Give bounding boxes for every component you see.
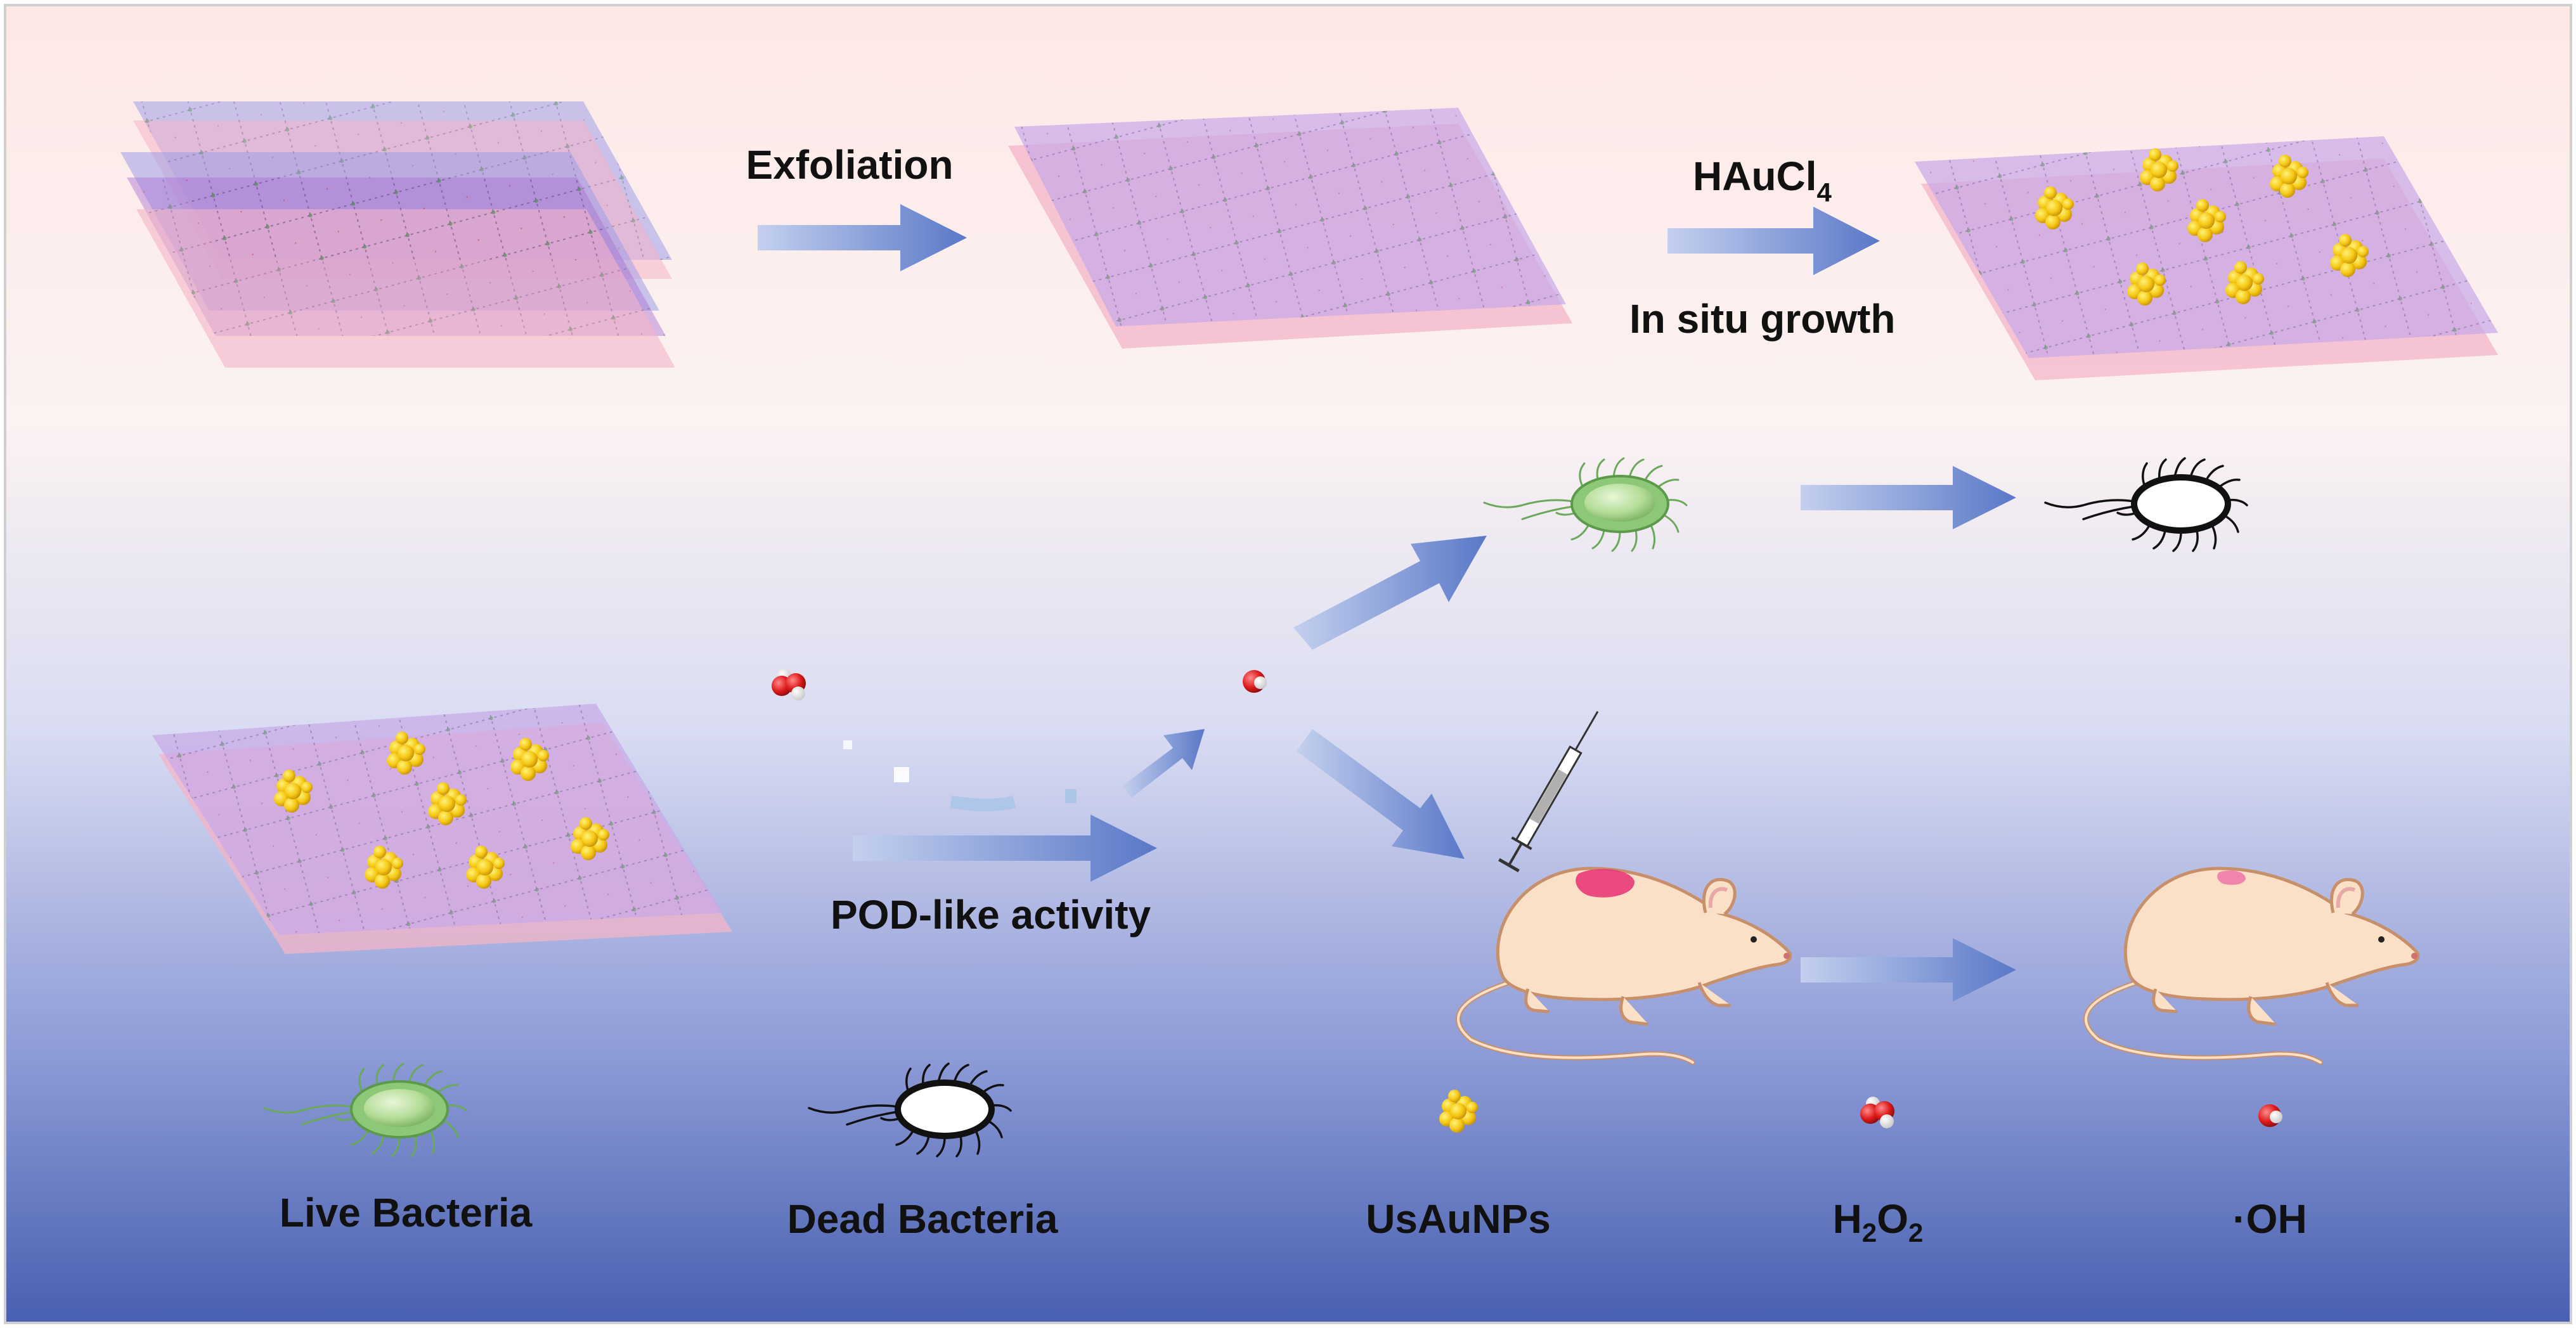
in-situ-growth-label: In situ growth bbox=[1629, 296, 1896, 342]
healing-arrow bbox=[1801, 938, 2016, 1002]
legend-oh-label: ·OH bbox=[2232, 1196, 2307, 1242]
healed-mouse bbox=[2086, 868, 2418, 1062]
small-arrow-to-oh bbox=[1122, 729, 1205, 797]
bulk-layered-sheets bbox=[120, 101, 675, 368]
pod-label: POD-like activity bbox=[831, 892, 1151, 938]
pod-arrow bbox=[853, 815, 1157, 882]
arrow-to-mouse bbox=[1297, 729, 1465, 859]
legend-usaunps-label: UsAuNPs bbox=[1366, 1196, 1551, 1242]
exfoliation-label: Exfoliation bbox=[746, 142, 953, 188]
arrow-to-bacteria bbox=[1293, 536, 1487, 650]
legend-live-bacteria-label: Live Bacteria bbox=[280, 1190, 533, 1235]
legend-dead-bacteria-label: Dead Bacteria bbox=[787, 1196, 1058, 1242]
legend: Live Bacteria Dead Bacteria UsAuNPs H2O2… bbox=[262, 1064, 2307, 1247]
bacteria-kill-arrow bbox=[1801, 466, 2016, 529]
haucl4-label: HAuCl4 bbox=[1693, 153, 1832, 207]
infected-mouse bbox=[1458, 868, 1790, 1062]
legend-h2o2-label: H2O2 bbox=[1833, 1196, 1924, 1247]
nanozyme-sheet bbox=[152, 704, 732, 954]
syringe-icon bbox=[1498, 711, 1599, 873]
exfoliated-nanosheet bbox=[1008, 108, 1572, 349]
growth-arrow bbox=[1667, 207, 1880, 275]
decomposition-fragments bbox=[843, 740, 1077, 811]
usaunps-loaded-nanosheet bbox=[1915, 136, 2498, 380]
exfoliation-arrow bbox=[758, 204, 967, 271]
